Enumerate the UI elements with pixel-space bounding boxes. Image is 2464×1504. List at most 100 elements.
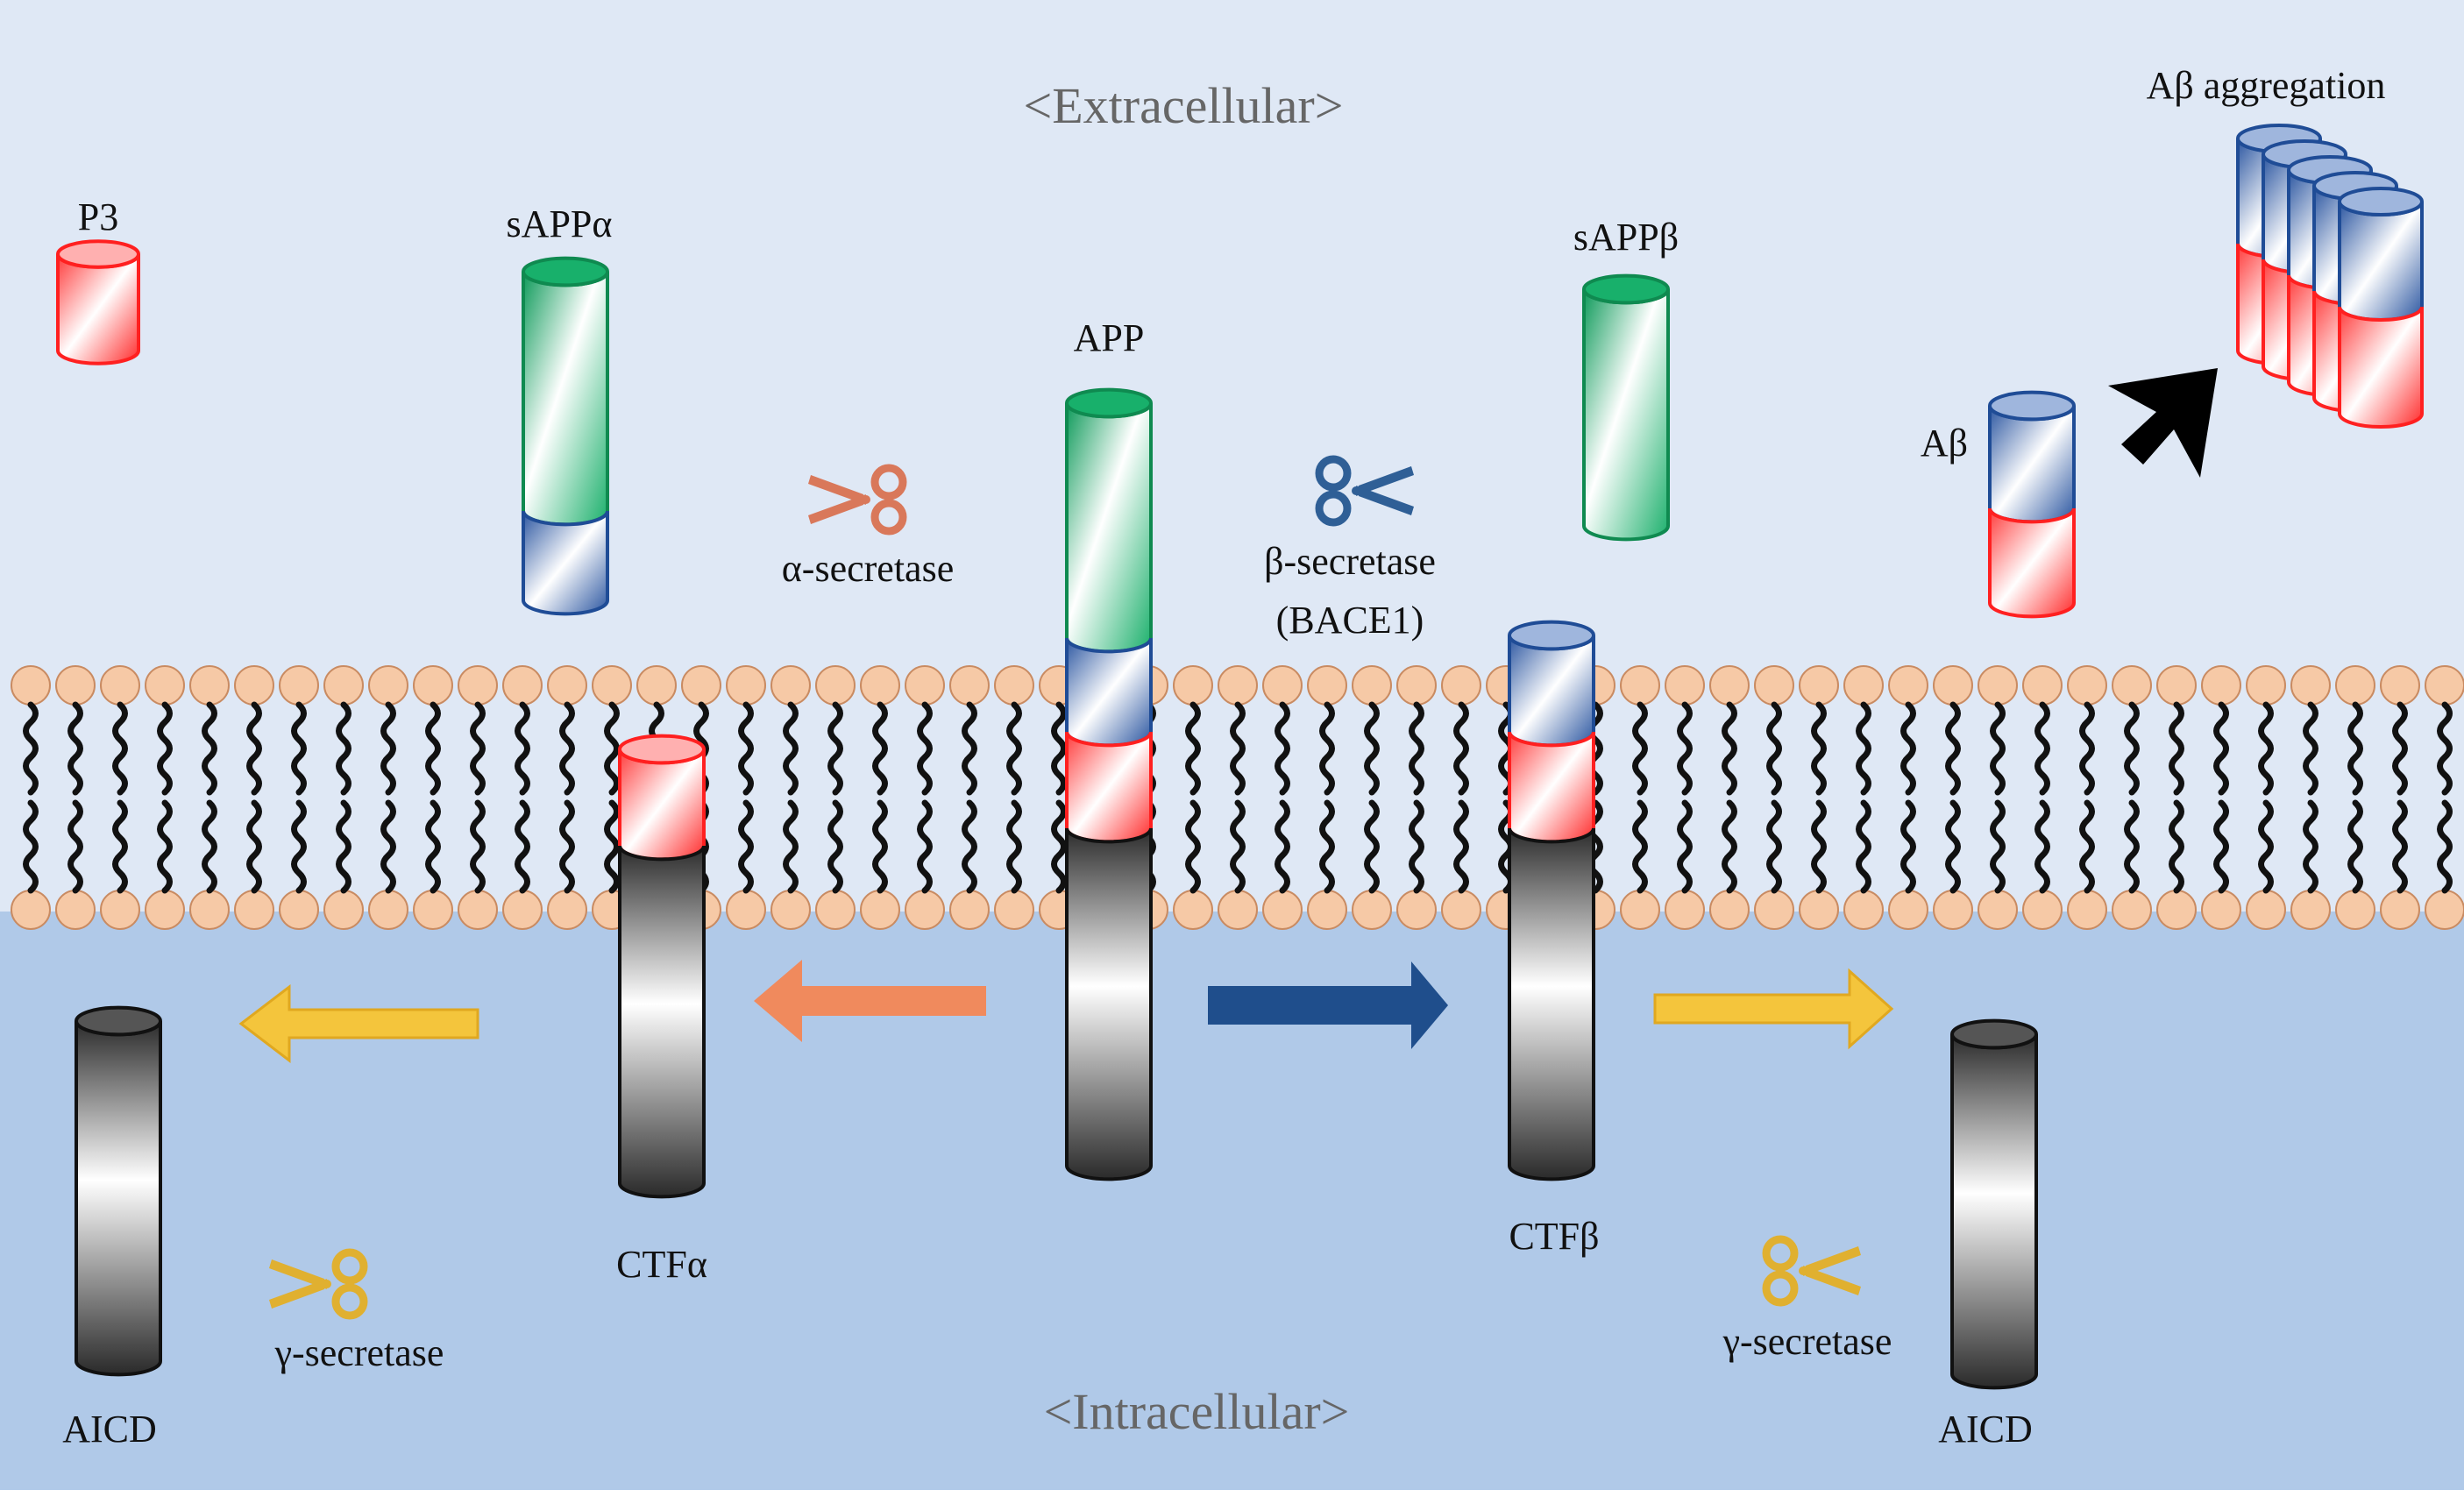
- lipid-head: [547, 665, 587, 706]
- lipid-head: [1709, 665, 1750, 706]
- lipid-head: [2290, 890, 2331, 930]
- lipid-tail: [2213, 799, 2229, 894]
- lipid-tail: [246, 799, 262, 894]
- lipid-tail: [1900, 701, 1916, 796]
- cylinder-segment-green: [1065, 402, 1153, 654]
- lipid-tail: [2258, 799, 2274, 894]
- lipid-head: [323, 665, 364, 706]
- cylinder-top: [2338, 186, 2424, 217]
- beta-secretase-label: β-secretase: [1264, 540, 1436, 583]
- lipid-head: [1709, 890, 1750, 930]
- lipid-head: [949, 665, 990, 706]
- lipid-tail: [425, 799, 441, 894]
- bottom-border: [0, 1490, 2464, 1504]
- lipid-tail: [2034, 799, 2050, 894]
- bace1-label: (BACE1): [1276, 599, 1424, 642]
- lipid-tail: [2079, 799, 2095, 894]
- lipid-head: [1352, 890, 1392, 930]
- arrow-icon: [1653, 968, 1894, 1050]
- cylinder-top: [1065, 387, 1153, 419]
- lipid-tail: [202, 701, 217, 796]
- lipid-tail: [2124, 701, 2140, 796]
- lipid-head: [1665, 665, 1705, 706]
- cylinder-segment-blue: [2338, 201, 2424, 323]
- lipid-head: [1307, 890, 1347, 930]
- lipid-tail: [1677, 701, 1693, 796]
- lipid-tail: [2169, 701, 2184, 796]
- lipid-tail: [1856, 701, 1871, 796]
- lipid-head: [681, 665, 721, 706]
- lipid-head: [413, 665, 453, 706]
- lipid-head: [100, 890, 140, 930]
- lipid-tail: [604, 701, 620, 796]
- lipid-head: [55, 665, 96, 706]
- lipid-head: [1978, 890, 2018, 930]
- aicd-left-fragment: [75, 1005, 162, 1377]
- app-label: APP: [1074, 316, 1145, 359]
- lipid-head: [1754, 665, 1794, 706]
- lipid-tail: [67, 799, 83, 894]
- lipid-tail: [1632, 701, 1648, 796]
- cylinder-segment-dark: [1508, 827, 1595, 1181]
- lipid-head: [11, 665, 51, 706]
- lipid-tail: [425, 701, 441, 796]
- lipid-head: [2067, 665, 2107, 706]
- lipid-head: [547, 890, 587, 930]
- lipid-tail: [470, 799, 486, 894]
- lipid-head: [368, 890, 408, 930]
- lipid-head: [1888, 890, 1928, 930]
- lipid-head: [1396, 665, 1437, 706]
- lipid-head: [994, 665, 1034, 706]
- ctf-alpha-fragment: [618, 734, 706, 1199]
- lipid-tail: [559, 701, 575, 796]
- cylinder-top: [1950, 1018, 2038, 1050]
- abeta-label: Aβ: [1921, 422, 1968, 465]
- cylinder-segment-dark: [1065, 827, 1153, 1181]
- lipid-tail: [917, 799, 933, 894]
- lipid-head: [1888, 665, 1928, 706]
- lipid-tail: [962, 799, 977, 894]
- lipid-head: [413, 890, 453, 930]
- arrow-icon: [754, 960, 986, 1042]
- scissors-icon: [269, 1248, 368, 1320]
- lipid-head: [860, 665, 900, 706]
- lipid-tail: [67, 701, 83, 796]
- lipid-tail: [1364, 799, 1380, 894]
- lipid-head: [1933, 890, 1973, 930]
- cylinder-top: [1582, 273, 1670, 305]
- lipid-tail: [1587, 701, 1603, 796]
- cylinder-segment-red: [56, 253, 140, 365]
- lipid-tail: [1185, 799, 1201, 894]
- lipid-head: [726, 890, 766, 930]
- lipid-tail: [112, 701, 128, 796]
- sapp-beta-fragment: [1582, 273, 1670, 542]
- lipid-tail: [2258, 701, 2274, 796]
- lipid-tail: [246, 701, 262, 796]
- lipid-tail: [23, 701, 39, 796]
- lipid-tail: [1945, 799, 1961, 894]
- sapp-alpha-fragment: [522, 256, 609, 616]
- lipid-tail: [872, 799, 888, 894]
- lipid-tail: [1409, 799, 1424, 894]
- lipid-head: [815, 665, 856, 706]
- lipid-head: [1620, 665, 1660, 706]
- lipid-tail: [738, 799, 754, 894]
- lipid-tail: [1990, 701, 2006, 796]
- lipid-head: [2290, 665, 2331, 706]
- lipid-tail: [112, 799, 128, 894]
- lipid-head: [949, 890, 990, 930]
- lipid-head: [2112, 890, 2152, 930]
- lipid-tail: [291, 799, 307, 894]
- cylinder-top: [1508, 620, 1595, 651]
- lipid-tail: [1230, 701, 1246, 796]
- lipid-tail: [1319, 799, 1335, 894]
- lipid-head: [279, 665, 319, 706]
- lipid-head: [2335, 890, 2375, 930]
- lipid-tail: [1632, 799, 1648, 894]
- lipid-head: [1173, 890, 1213, 930]
- beta-pathway-arrow: [1208, 961, 1448, 1049]
- lipid-head: [770, 665, 811, 706]
- lipid-tail: [2124, 799, 2140, 894]
- lipid-tail: [1051, 701, 1067, 796]
